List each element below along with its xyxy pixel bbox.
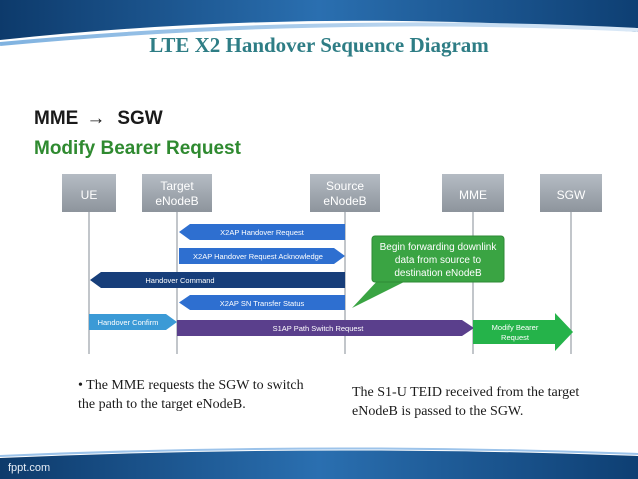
message-label-line-2: Request (501, 333, 530, 342)
sequence-diagram: UE Target eNodeB Source eNodeB MME SGW B… (62, 174, 602, 354)
node-sgw-label: SGW (557, 188, 586, 202)
message-label: Handover Confirm (98, 318, 159, 327)
node-mme-label: MME (459, 188, 487, 202)
message-x2ap-handover-request: X2AP Handover Request (179, 224, 345, 240)
footer-watermark: fppt.com (8, 462, 51, 474)
message-label-line-1: Modify Bearer (492, 323, 539, 332)
top-banner (0, 0, 638, 58)
message-x2ap-sn-transfer-status: X2AP SN Transfer Status (179, 295, 345, 310)
right-arrow-icon: → (86, 108, 106, 129)
node-source-label-2: eNodeB (323, 194, 366, 208)
footer-banner (0, 447, 638, 479)
callout-line-3: destination eNodeB (394, 268, 482, 279)
message-label: S1AP Path Switch Request (273, 324, 365, 333)
node-mme: MME (442, 174, 504, 212)
message-label: X2AP Handover Request Acknowledge (193, 252, 323, 261)
callout-line-2: data from source to (395, 255, 482, 266)
heading-modify-bearer-request: Modify Bearer Request (34, 138, 241, 159)
callout-forwarding: Begin forwarding downlink data from sour… (352, 235, 505, 308)
message-s1ap-path-switch-request: S1AP Path Switch Request (177, 320, 474, 336)
slide-title: LTE X2 Handover Sequence Diagram (149, 33, 489, 57)
message-modify-bearer-request: Modify Bearer Request (473, 313, 573, 351)
note-mme-requests-sgw: • The MME requests the SGW to switch the… (78, 378, 304, 412)
node-ue: UE (62, 174, 116, 212)
note-s1u-teid: The S1-U TEID received from the target e… (352, 385, 580, 419)
heading-from: MME (34, 108, 79, 129)
node-target-enodeb: Target eNodeB (142, 174, 212, 212)
message-label: X2AP SN Transfer Status (220, 299, 305, 308)
node-source-label-1: Source (326, 179, 364, 193)
heading-mme-to-sgw: MME → SGW (34, 108, 163, 130)
message-label: X2AP Handover Request (220, 228, 305, 237)
message-label: Handover Command (145, 276, 214, 285)
node-sgw: SGW (540, 174, 602, 212)
heading-to: SGW (117, 108, 163, 129)
node-target-label-1: Target (160, 179, 194, 193)
message-handover-command: Handover Command (90, 272, 345, 288)
node-ue-label: UE (81, 188, 98, 202)
message-x2ap-handover-request-ack: X2AP Handover Request Acknowledge (179, 248, 345, 264)
callout-line-1: Begin forwarding downlink (380, 242, 498, 253)
node-target-label-2: eNodeB (155, 194, 198, 208)
message-handover-confirm: Handover Confirm (89, 314, 177, 330)
node-source-enodeb: Source eNodeB (310, 174, 380, 212)
